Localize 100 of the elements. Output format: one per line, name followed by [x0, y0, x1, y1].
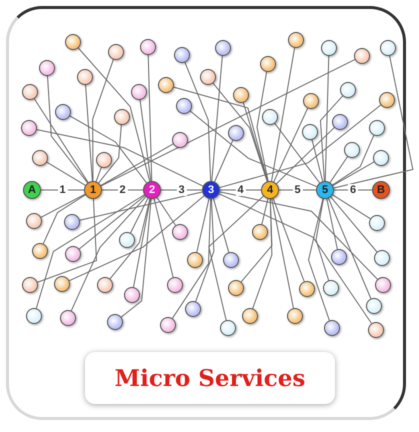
edge-label: 3 — [176, 184, 187, 196]
connector-line — [40, 194, 86, 218]
service-node — [321, 40, 337, 56]
connector-line — [36, 194, 145, 309]
connector-line — [154, 198, 174, 278]
service-node — [160, 317, 176, 333]
edge-label: 5 — [292, 184, 303, 196]
service-node — [131, 84, 147, 100]
connector-line — [148, 54, 152, 182]
connector-line — [133, 198, 151, 288]
connector-line — [96, 167, 102, 182]
connector-line — [219, 104, 382, 188]
connector-line — [274, 122, 320, 184]
connector-line — [85, 84, 93, 182]
connector-line — [272, 198, 305, 282]
hub-node: 1 — [84, 181, 102, 199]
service-node — [64, 214, 80, 230]
service-node — [379, 92, 395, 108]
service-node — [26, 213, 42, 229]
connector-line — [195, 198, 214, 302]
connector-line — [212, 198, 230, 253]
edge-label: 1 — [57, 184, 68, 196]
service-node — [369, 120, 385, 136]
service-node — [107, 314, 123, 330]
hub-node: B — [372, 181, 390, 199]
service-node — [119, 232, 135, 248]
connector-line — [242, 102, 268, 182]
connector-line — [333, 55, 414, 188]
service-node — [299, 281, 315, 297]
service-node — [22, 84, 38, 100]
service-node — [32, 150, 48, 166]
service-node — [303, 93, 319, 109]
service-node — [233, 87, 249, 103]
service-node — [260, 56, 276, 72]
connector-line — [110, 198, 150, 280]
service-node — [373, 150, 389, 166]
service-node — [172, 132, 188, 148]
service-node — [124, 287, 140, 303]
connector-line — [252, 198, 272, 309]
connector-line — [190, 110, 318, 188]
connector-line — [70, 196, 146, 312]
connector-line — [308, 198, 330, 321]
service-node — [228, 280, 244, 296]
service-node — [344, 142, 360, 158]
service-node — [60, 310, 76, 326]
connector-line — [211, 55, 223, 182]
connector-line — [78, 195, 146, 250]
connector-line — [46, 162, 86, 186]
service-node — [369, 215, 385, 231]
service-node — [26, 308, 42, 324]
service-node — [39, 60, 55, 76]
connector-line — [273, 108, 308, 182]
connector-line — [256, 71, 269, 182]
service-node — [108, 44, 124, 60]
service-node — [167, 277, 183, 293]
edge-label: 6 — [348, 184, 358, 196]
connector-line — [69, 115, 148, 184]
connector-line — [218, 193, 372, 324]
connector-line — [330, 156, 348, 184]
service-node — [252, 224, 268, 240]
connector-line — [271, 198, 294, 309]
service-node — [77, 69, 93, 85]
service-node — [262, 109, 278, 125]
service-node — [354, 48, 370, 64]
service-node — [114, 109, 130, 125]
connector-line — [173, 86, 268, 182]
service-node — [340, 82, 356, 98]
connector-line — [172, 198, 212, 319]
hub-node: 5 — [316, 181, 334, 199]
connector-line — [140, 99, 152, 182]
service-node — [32, 243, 48, 259]
connector-line — [261, 198, 268, 225]
service-node — [22, 277, 38, 293]
service-node — [220, 320, 236, 336]
service-node — [223, 252, 239, 268]
service-node — [55, 104, 71, 120]
hub-node: 3 — [202, 181, 220, 199]
service-node — [65, 34, 81, 50]
connector-line — [271, 47, 296, 182]
connector-line — [47, 75, 88, 184]
connector-line — [212, 82, 268, 182]
connector-line — [37, 198, 98, 283]
service-node — [140, 39, 156, 55]
connector-line — [120, 198, 152, 318]
service-node — [228, 125, 244, 141]
edge-label: 4 — [235, 184, 246, 196]
connector-line — [184, 62, 212, 182]
service-node — [54, 276, 70, 292]
service-node — [158, 77, 174, 93]
service-node — [374, 250, 390, 266]
connector-line — [326, 198, 338, 250]
service-node — [380, 40, 396, 56]
service-node — [323, 280, 339, 296]
service-node — [332, 114, 348, 130]
service-node — [288, 32, 304, 48]
service-node — [21, 120, 37, 136]
connector-line — [100, 143, 174, 186]
hub-node: 2 — [143, 181, 161, 199]
title: Micro Services — [85, 352, 335, 404]
service-node — [375, 277, 391, 293]
